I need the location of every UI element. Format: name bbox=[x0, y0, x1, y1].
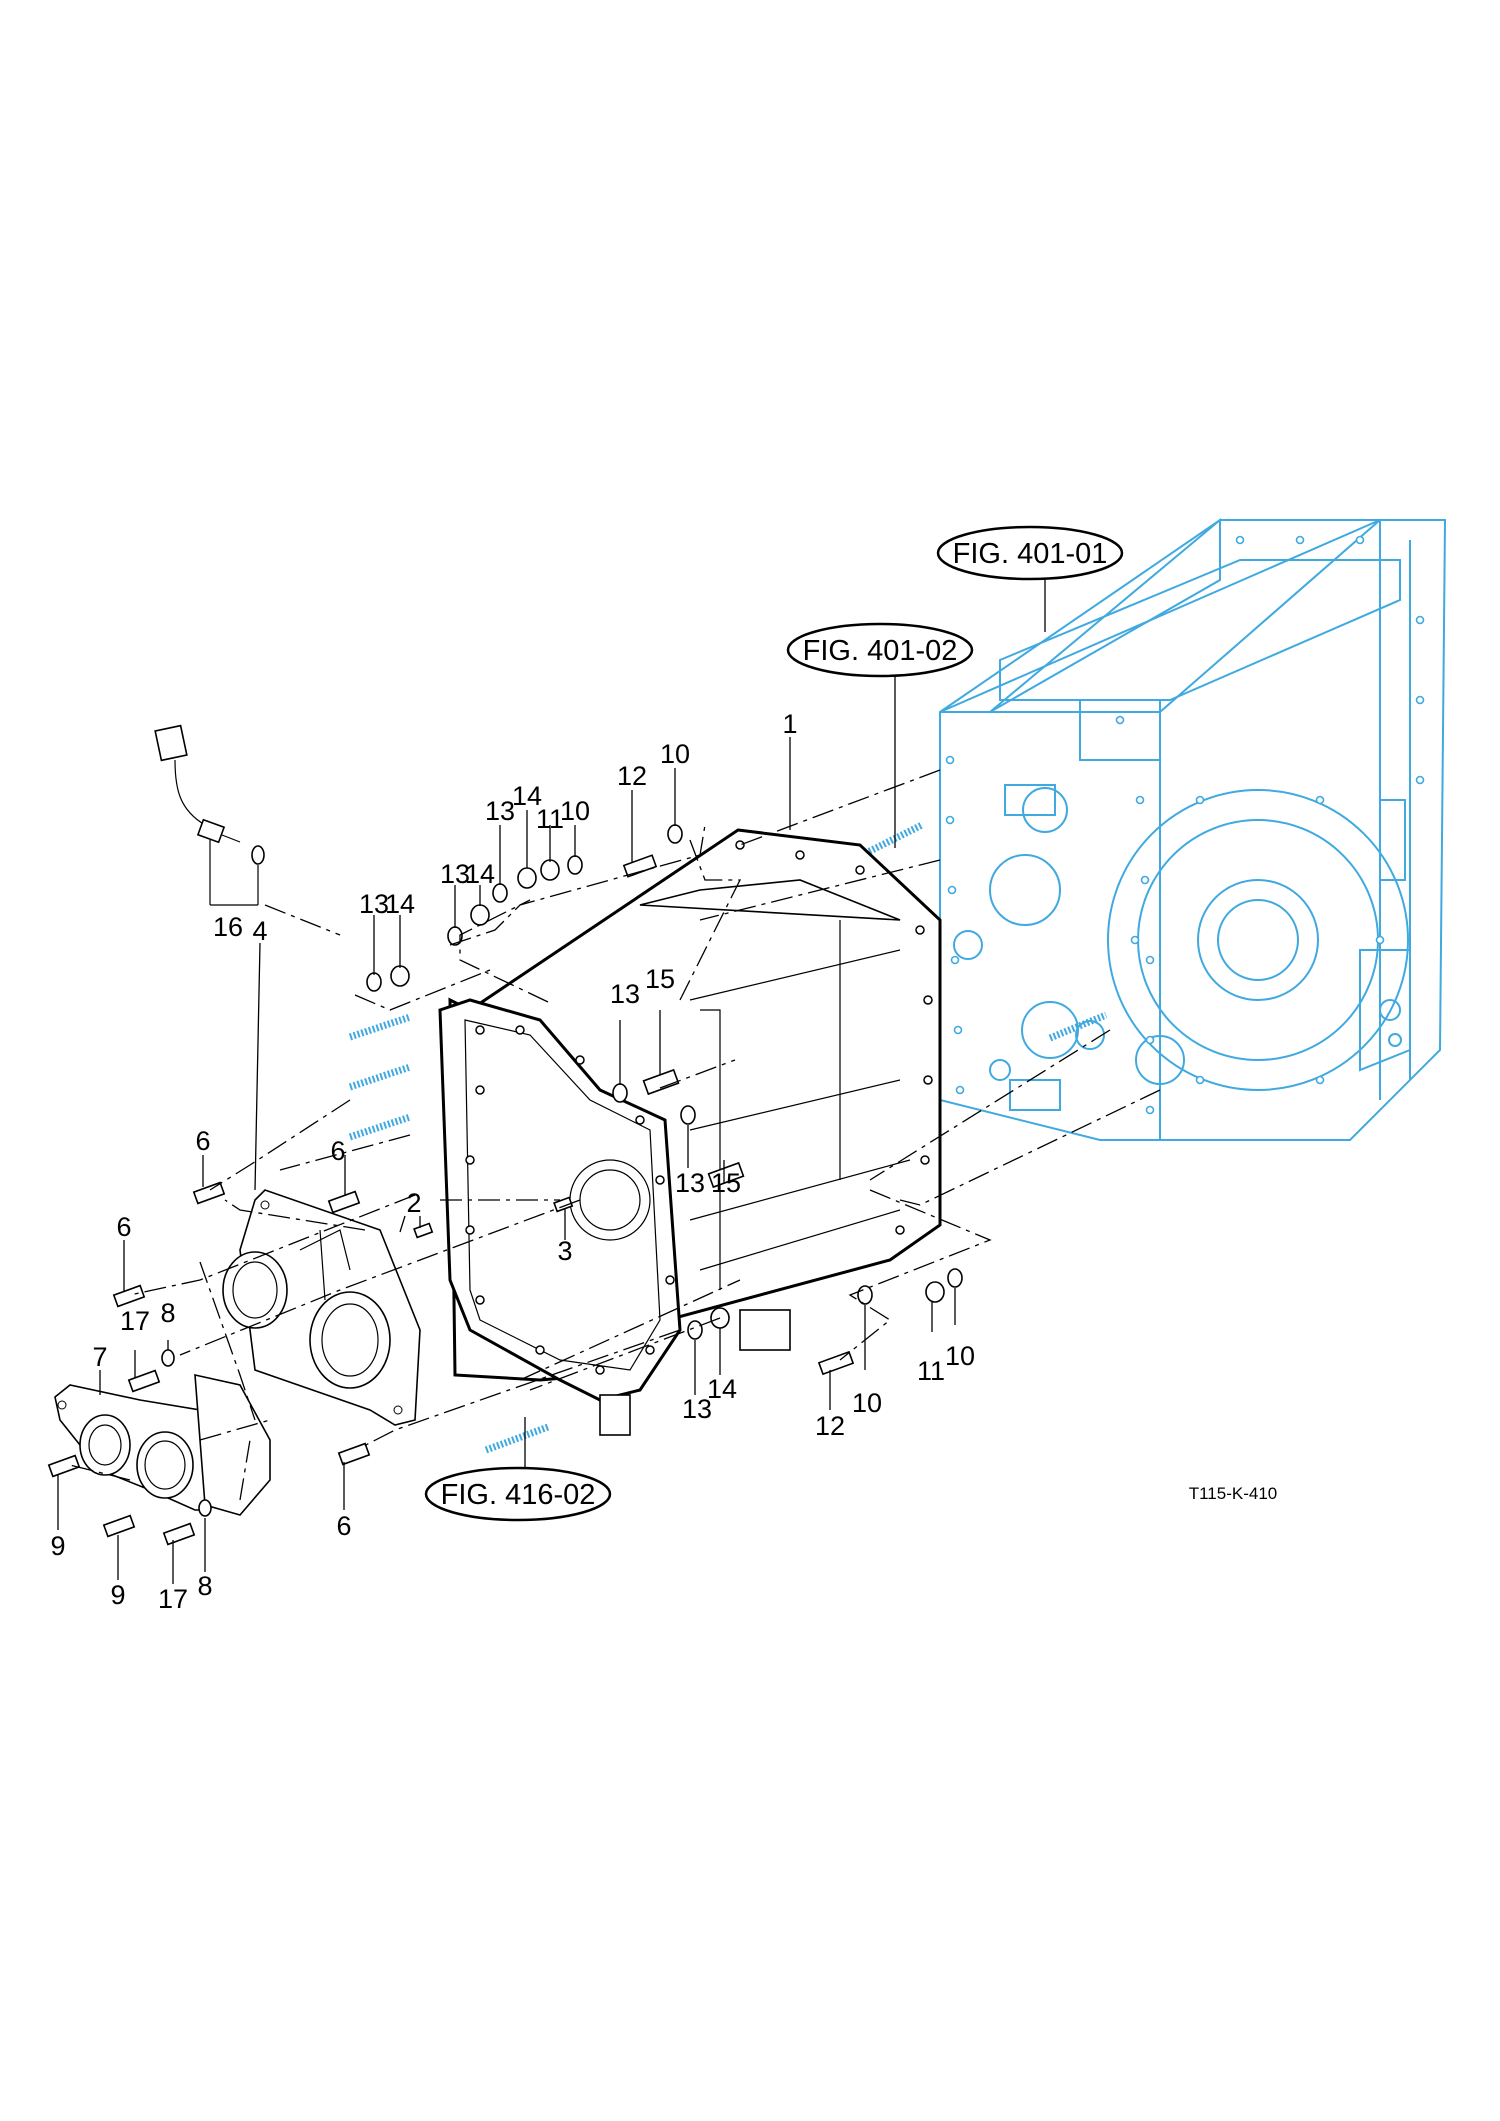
callout-17b: 17 bbox=[158, 1584, 188, 1614]
sensor-part-16 bbox=[154, 724, 265, 906]
callout-14a: 14 bbox=[385, 889, 415, 919]
callout-11a: 11 bbox=[536, 804, 564, 834]
callout-10d: 10 bbox=[945, 1341, 975, 1371]
callout-13f: 13 bbox=[682, 1394, 712, 1424]
callout-6b: 6 bbox=[330, 1136, 345, 1166]
alignment-guide-lines bbox=[69, 769, 1161, 1501]
callout-10b: 10 bbox=[560, 796, 590, 826]
fig-401-02-label: FIG. 401-02 bbox=[803, 635, 958, 667]
callout-15b: 15 bbox=[711, 1168, 741, 1198]
reference-studs bbox=[348, 821, 1108, 1454]
callout-12b: 12 bbox=[815, 1411, 845, 1441]
callout-14b: 14 bbox=[465, 859, 495, 889]
fig-416-02-label: FIG. 416-02 bbox=[441, 1479, 596, 1511]
callout-numbers: 1 2 3 4 6 6 6 6 7 8 8 9 9 10 10 10 10 11… bbox=[50, 709, 975, 1614]
fig-416-02-callout[interactable]: FIG. 416-02 bbox=[424, 1466, 612, 1522]
leader-lines bbox=[57, 578, 1046, 1584]
callout-13e: 13 bbox=[675, 1168, 705, 1198]
callout-14c: 14 bbox=[512, 781, 542, 811]
drawing-code: T115-K-410 bbox=[1189, 1484, 1278, 1503]
callout-13d: 13 bbox=[610, 979, 640, 1009]
callout-6a: 6 bbox=[195, 1126, 210, 1156]
callout-17a: 17 bbox=[120, 1306, 150, 1336]
callout-4: 4 bbox=[252, 916, 267, 946]
callout-6d: 6 bbox=[336, 1511, 351, 1541]
callout-10c: 10 bbox=[852, 1388, 882, 1418]
fig-401-01-callout[interactable]: FIG. 401-01 bbox=[936, 525, 1124, 581]
callout-1: 1 bbox=[782, 709, 797, 739]
callout-3: 3 bbox=[557, 1236, 572, 1266]
callout-11b: 11 bbox=[917, 1356, 945, 1386]
callout-7: 7 bbox=[92, 1342, 107, 1372]
callout-16: 16 bbox=[213, 912, 243, 942]
callout-14d: 14 bbox=[707, 1374, 737, 1404]
reference-housing-fig-401-01 bbox=[939, 517, 1447, 1141]
callout-9a: 9 bbox=[50, 1531, 65, 1561]
callout-2: 2 bbox=[406, 1188, 421, 1218]
front-cover-part-4 bbox=[222, 1189, 421, 1426]
fig-401-02-callout[interactable]: FIG. 401-02 bbox=[786, 622, 974, 678]
fasteners bbox=[47, 824, 963, 1546]
callout-9b: 9 bbox=[110, 1580, 125, 1610]
fig-401-01-label: FIG. 401-01 bbox=[953, 538, 1108, 570]
callout-15a: 15 bbox=[645, 964, 675, 994]
callout-13b: 13 bbox=[440, 859, 470, 889]
callout-12a: 12 bbox=[617, 761, 647, 791]
callout-13a: 13 bbox=[359, 889, 389, 919]
callout-10a: 10 bbox=[660, 739, 690, 769]
callout-13c: 13 bbox=[485, 796, 515, 826]
callout-8b: 8 bbox=[197, 1571, 212, 1601]
callout-8a: 8 bbox=[160, 1298, 175, 1328]
bracket-part-7 bbox=[54, 1373, 271, 1516]
callout-6c: 6 bbox=[116, 1212, 131, 1242]
